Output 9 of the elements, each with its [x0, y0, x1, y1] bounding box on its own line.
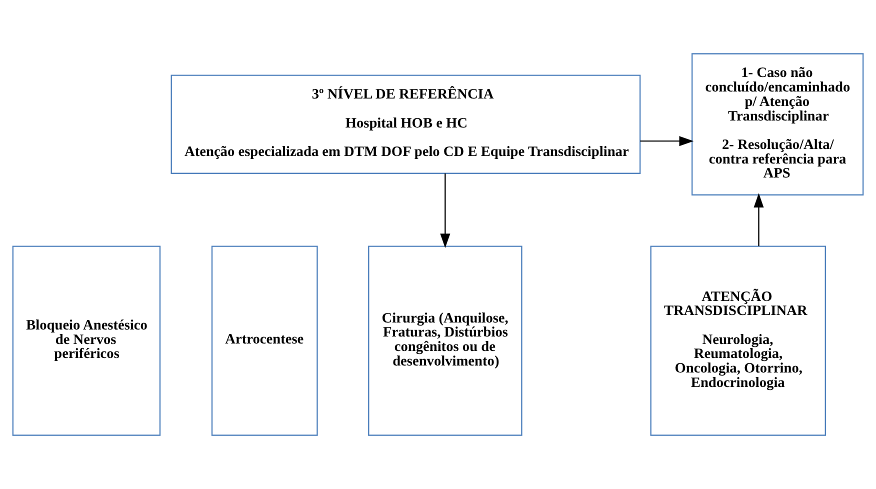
arrow — [640, 136, 694, 146]
node-box: 1- Caso não concluído/encaminhado p/ Atenção Transdisciplinar 2- Resolução/Alta/ contra referência para APS — [692, 53, 864, 196]
node-box: 3º NÍVEL DE REFERÊNCIA Hospital HOB e HC Atenção especializada em DTM DOF pelo CD E Equipe Transdisciplinar — [170, 74, 641, 174]
node-box: Artrocentese — [211, 246, 318, 436]
node-box: Bloqueio Anestésico de Nervos periféricos — [12, 246, 161, 436]
arrow — [754, 193, 764, 246]
node-box: ATENÇÃO TRANSDISCIPLINAR Neurologia, Reumatologia, Oncologia, Otorrino, Endocrinologia — [650, 246, 826, 436]
arrow — [440, 173, 450, 248]
node-box: Cirurgia (Anquilose, Fraturas, Distúrbios congênitos ou de desenvolvimento) — [368, 246, 522, 436]
